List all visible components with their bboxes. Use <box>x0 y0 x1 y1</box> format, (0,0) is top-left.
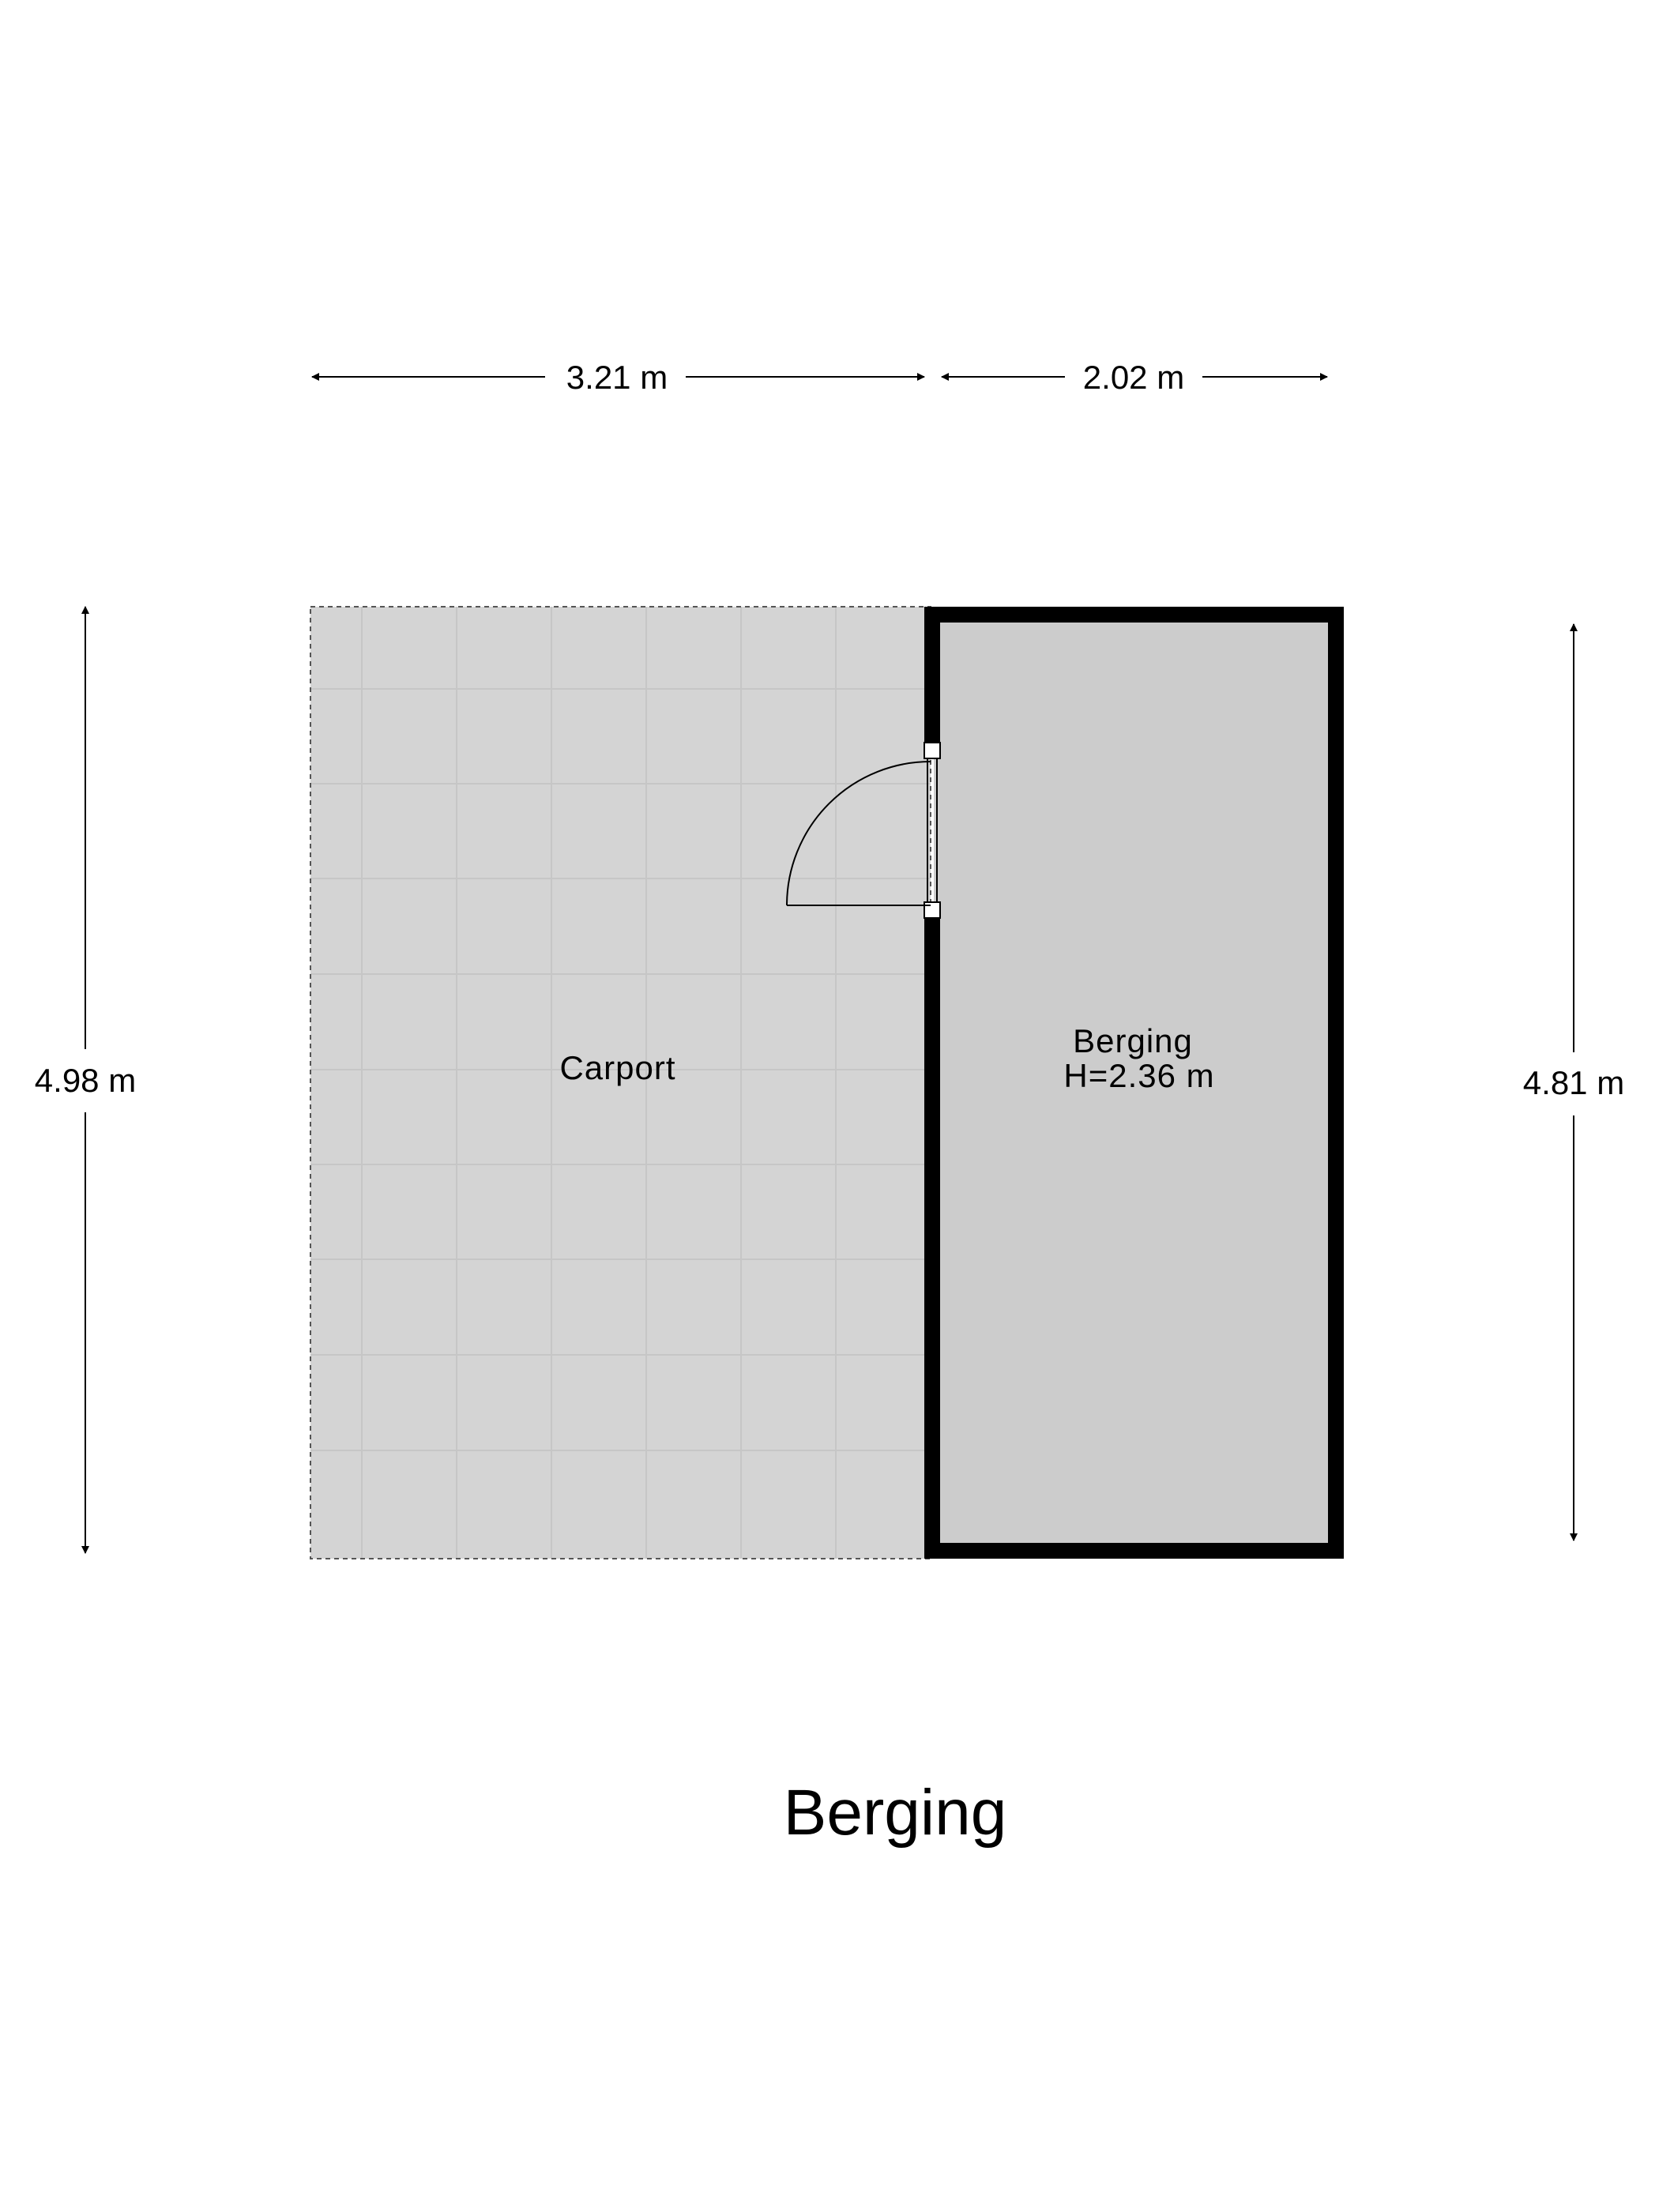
door-swing-arc <box>786 761 931 906</box>
dimension-top-right-label: 2.02 m <box>1083 359 1184 396</box>
berging-floor <box>934 616 1333 1549</box>
wall-bottom <box>924 1543 1344 1559</box>
room-label-berging: Berging <box>1073 1022 1193 1059</box>
carport-floor <box>310 607 931 1559</box>
dimension-left-label: 4.98 m <box>35 1062 136 1099</box>
wall-left-upper <box>924 607 940 743</box>
door <box>786 758 938 906</box>
wall-top <box>924 607 1344 623</box>
wall-right <box>1328 607 1344 1559</box>
carport-area <box>310 606 931 1559</box>
berging-room <box>786 607 1344 1559</box>
wall-left-lower <box>924 918 940 1559</box>
floor-title: Berging <box>784 1777 1007 1849</box>
dimension-left: 4.98 m <box>35 606 136 1554</box>
dimension-right: 4.81 m <box>1523 623 1624 1541</box>
room-label-carport: Carport <box>559 1049 675 1086</box>
room-height-berging: H=2.36 m <box>1063 1057 1214 1094</box>
carport-tile-grid <box>310 607 931 1559</box>
dimension-top-left-label: 3.21 m <box>566 359 668 396</box>
dimension-right-label: 4.81 m <box>1523 1064 1624 1101</box>
door-jamb-top <box>924 742 941 759</box>
dimension-top-left: 3.21 m <box>311 359 925 396</box>
dimension-top-right: 2.02 m <box>941 359 1328 396</box>
